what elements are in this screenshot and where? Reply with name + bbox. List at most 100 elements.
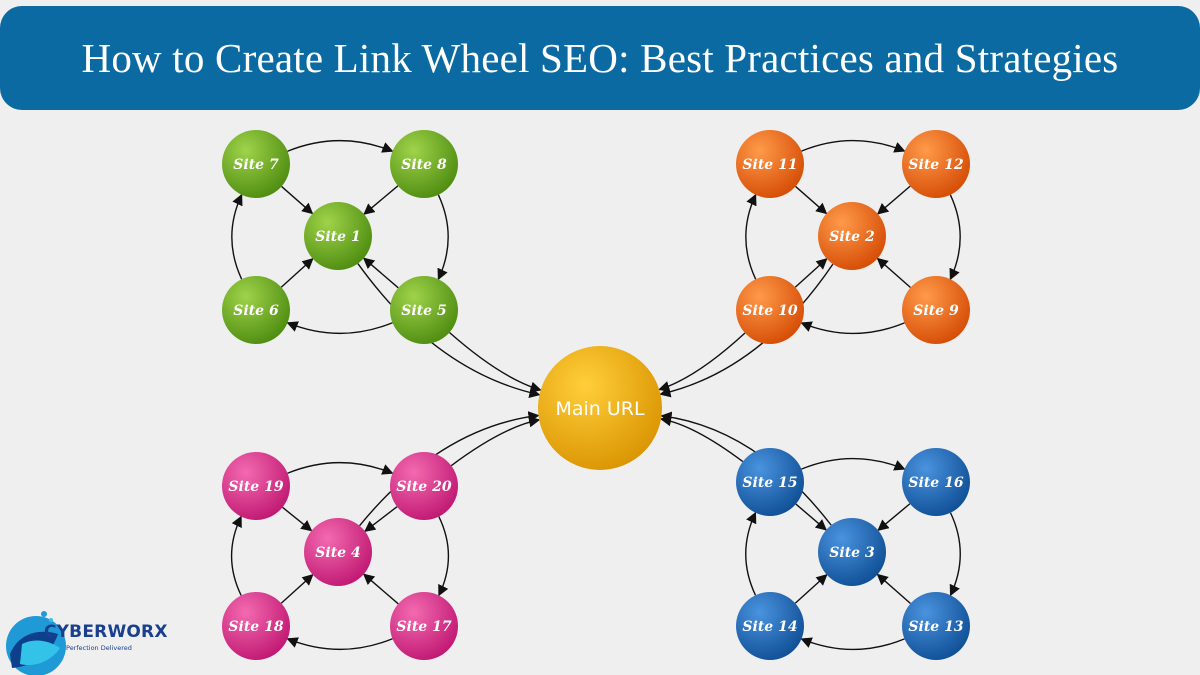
- arrow-site-10-to-main-url: [658, 332, 746, 392]
- node-site-5-circle: [390, 276, 458, 344]
- node-site-11: Site 11: [736, 130, 804, 198]
- node-site-13-circle: [902, 592, 970, 660]
- arrow-site-20-to-site-4: [364, 506, 398, 532]
- node-site-13: Site 13: [902, 592, 970, 660]
- node-site-14: Site 14: [736, 592, 804, 660]
- node-site-13-label: Site 13: [908, 619, 963, 635]
- arrow-site-16-to-site-13: [949, 512, 961, 597]
- site-nodes: Site 1 Site 7 Site 8 Site 5 Site 6 Site 2 Site…: [222, 130, 970, 660]
- logo-tagline: Perfection Delivered: [66, 644, 132, 652]
- arrow-site-5-to-main-url: [449, 331, 542, 393]
- node-site-4-label: Site 4: [315, 545, 360, 561]
- node-site-14-label: Site 14: [742, 619, 797, 635]
- page-title: How to Create Link Wheel SEO: Best Pract…: [81, 35, 1119, 81]
- arrow-site-18-to-site-4: [280, 574, 314, 604]
- node-site-9-label: Site 9: [913, 303, 959, 319]
- arrow-site-14-to-site-3: [794, 574, 828, 604]
- node-site-6-circle: [222, 276, 290, 344]
- node-site-18-circle: [222, 592, 290, 660]
- node-site-12-circle: [902, 130, 970, 198]
- node-site-15: Site 15: [736, 448, 804, 516]
- node-site-4: Site 4: [304, 518, 372, 586]
- node-site-16: Site 16: [902, 448, 970, 516]
- arrow-site-15-to-site-3: [795, 503, 827, 531]
- node-site-20: Site 20: [390, 452, 458, 520]
- node-site-8: Site 8: [390, 130, 458, 198]
- arrow-site-14-to-site-15: [745, 511, 757, 596]
- cyberworx-logo: CYBERWORX Perfection Delivered: [0, 604, 170, 675]
- node-site-6-label: Site 6: [233, 303, 279, 319]
- node-site-6: Site 6: [222, 276, 290, 344]
- node-site-5-label: Site 5: [401, 303, 446, 319]
- arrow-site-15-to-main-url: [659, 415, 744, 463]
- node-site-4-circle: [304, 518, 372, 586]
- arrow-site-7-to-site-8: [287, 140, 394, 153]
- node-site-10-circle: [736, 276, 804, 344]
- node-site-12-label: Site 12: [908, 157, 963, 173]
- node-site-7-label: Site 7: [233, 157, 279, 173]
- link-arrows: [230, 139, 961, 651]
- arrow-site-20-to-main-url: [450, 416, 541, 467]
- node-site-3-label: Site 3: [829, 545, 875, 561]
- node-site-17-label: Site 17: [396, 619, 451, 635]
- node-site-1-circle: [304, 202, 372, 270]
- cyberworx-logo-icon: [6, 611, 66, 675]
- arrow-site-17-to-site-18: [286, 637, 393, 650]
- node-site-18-label: Site 18: [228, 619, 283, 635]
- node-main-url: Main URL: [538, 346, 662, 470]
- arrow-site-5-to-site-6: [286, 321, 393, 334]
- arrow-site-15-to-site-16: [801, 457, 906, 471]
- arrow-site-6-to-site-7: [231, 193, 243, 280]
- arrow-site-19-to-site-20: [287, 462, 394, 475]
- arrow-site-17-to-site-4: [362, 573, 399, 605]
- arrow-site-11-to-site-2: [795, 185, 828, 215]
- node-site-20-label: Site 20: [396, 479, 451, 495]
- node-site-3-circle: [818, 518, 886, 586]
- arrow-site-7-to-site-1: [281, 185, 314, 215]
- arrow-site-13-to-site-14: [800, 637, 905, 651]
- logo-name: CYBERWORX: [44, 622, 168, 642]
- arrow-site-3-to-main-url: [660, 411, 832, 526]
- node-site-9-circle: [902, 276, 970, 344]
- node-site-1-label: Site 1: [315, 229, 360, 245]
- node-site-8-circle: [390, 130, 458, 198]
- arrow-site-2-to-main-url: [659, 263, 834, 398]
- arrow-site-5-to-site-1: [362, 257, 399, 289]
- node-site-14-circle: [736, 592, 804, 660]
- arrow-site-1-to-main-url: [357, 263, 541, 399]
- node-site-20-circle: [390, 452, 458, 520]
- arrow-site-19-to-site-4: [282, 506, 313, 532]
- arrow-site-12-to-site-2: [876, 185, 911, 215]
- node-site-18: Site 18: [222, 592, 290, 660]
- title-banner: How to Create Link Wheel SEO: Best Pract…: [0, 6, 1200, 110]
- arrow-site-18-to-site-19: [230, 515, 242, 596]
- node-site-5: Site 5: [390, 276, 458, 344]
- arrow-site-9-to-site-10: [800, 321, 905, 335]
- arrow-site-11-to-site-12: [801, 139, 906, 153]
- node-site-11-label: Site 11: [742, 157, 797, 173]
- arrow-site-16-to-site-3: [877, 503, 911, 531]
- node-site-17: Site 17: [390, 592, 458, 660]
- node-main-url-label: Main URL: [555, 398, 645, 420]
- node-site-12: Site 12: [902, 130, 970, 198]
- node-site-8-label: Site 8: [401, 157, 447, 173]
- node-site-2-circle: [818, 202, 886, 270]
- node-site-1: Site 1: [304, 202, 372, 270]
- node-site-2: Site 2: [818, 202, 886, 270]
- arrow-site-10-to-site-2: [794, 258, 828, 288]
- arrow-site-8-to-site-1: [363, 185, 399, 215]
- node-site-10-label: Site 10: [742, 303, 797, 319]
- node-site-10: Site 10: [736, 276, 804, 344]
- arrow-site-12-to-site-9: [949, 194, 961, 281]
- node-site-19-label: Site 19: [228, 479, 283, 495]
- arrow-site-4-to-main-url: [359, 411, 540, 527]
- arrow-site-9-to-site-2: [876, 257, 911, 289]
- node-site-9: Site 9: [902, 276, 970, 344]
- arrow-site-20-to-site-17: [438, 516, 450, 597]
- node-site-16-label: Site 16: [908, 475, 963, 491]
- node-site-19: Site 19: [222, 452, 290, 520]
- node-site-15-label: Site 15: [742, 475, 797, 491]
- node-site-17-circle: [390, 592, 458, 660]
- node-site-3: Site 3: [818, 518, 886, 586]
- node-site-7-circle: [222, 130, 290, 198]
